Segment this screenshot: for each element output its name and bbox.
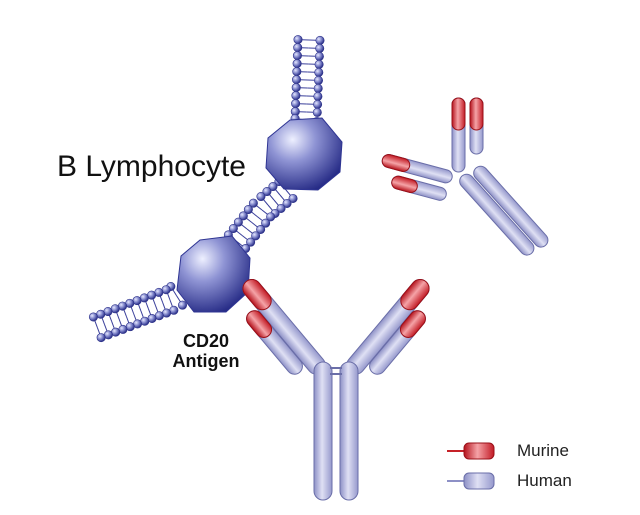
lipid-bead — [293, 43, 303, 53]
lipid-bead — [282, 198, 292, 208]
lipid-bead — [246, 237, 256, 247]
lipid-bead — [238, 211, 248, 221]
legend — [447, 442, 495, 490]
cd20-label-line1: CD20 — [182, 331, 230, 351]
cd20-antigen-label: CD20 Antigen — [158, 331, 254, 371]
cd20-protein-lower — [176, 235, 251, 313]
lipid-bead — [288, 193, 298, 203]
lipid-bead — [313, 91, 323, 101]
lipid-bead — [96, 333, 106, 343]
legend-human-swatch — [463, 472, 495, 490]
lipid-bead — [291, 83, 301, 93]
lipid-bead — [243, 205, 253, 215]
lipid-bead — [233, 217, 243, 227]
cd20-label-line2: Antigen — [172, 351, 240, 371]
lipid-bead — [291, 99, 301, 109]
antibody-large — [242, 279, 430, 501]
cd20-protein-upper — [265, 117, 343, 191]
lipid-bead — [315, 43, 325, 53]
legend-murine-swatch — [463, 442, 495, 460]
lipid-bead — [256, 192, 266, 202]
lipid-bead — [293, 35, 303, 45]
lipid-bead — [314, 59, 324, 69]
lipid-bead — [88, 312, 98, 322]
lipid-bead — [292, 67, 302, 77]
lipid-bead — [313, 75, 323, 85]
lipid-bead — [313, 83, 323, 93]
lipid-bead — [315, 35, 325, 45]
lipid-bead — [314, 67, 324, 77]
lipid-bead — [292, 51, 302, 61]
lipid-bead — [313, 99, 323, 109]
lipid-bead — [248, 198, 258, 208]
legend-murine-label: Murine — [517, 441, 569, 460]
cell-membrane — [88, 35, 325, 343]
lipid-bead — [228, 224, 238, 234]
lipid-bead — [276, 203, 286, 213]
lipid-bead — [292, 75, 302, 85]
lipid-bead — [292, 59, 302, 69]
lipid-bead — [177, 300, 187, 310]
lipid-bead — [251, 231, 261, 241]
lipid-bead — [291, 91, 301, 101]
lipid-bead — [262, 187, 272, 197]
lipid-bead — [266, 212, 276, 222]
lipid-bead — [261, 218, 271, 228]
antibody-small — [381, 97, 549, 256]
lipid-bead — [314, 51, 324, 61]
lipid-bead — [268, 182, 278, 192]
legend-human-label: Human — [517, 471, 572, 490]
lipid-bead — [256, 224, 266, 234]
b-lymphocyte-label: B Lymphocyte — [57, 150, 246, 183]
lipid-bead — [312, 107, 322, 117]
